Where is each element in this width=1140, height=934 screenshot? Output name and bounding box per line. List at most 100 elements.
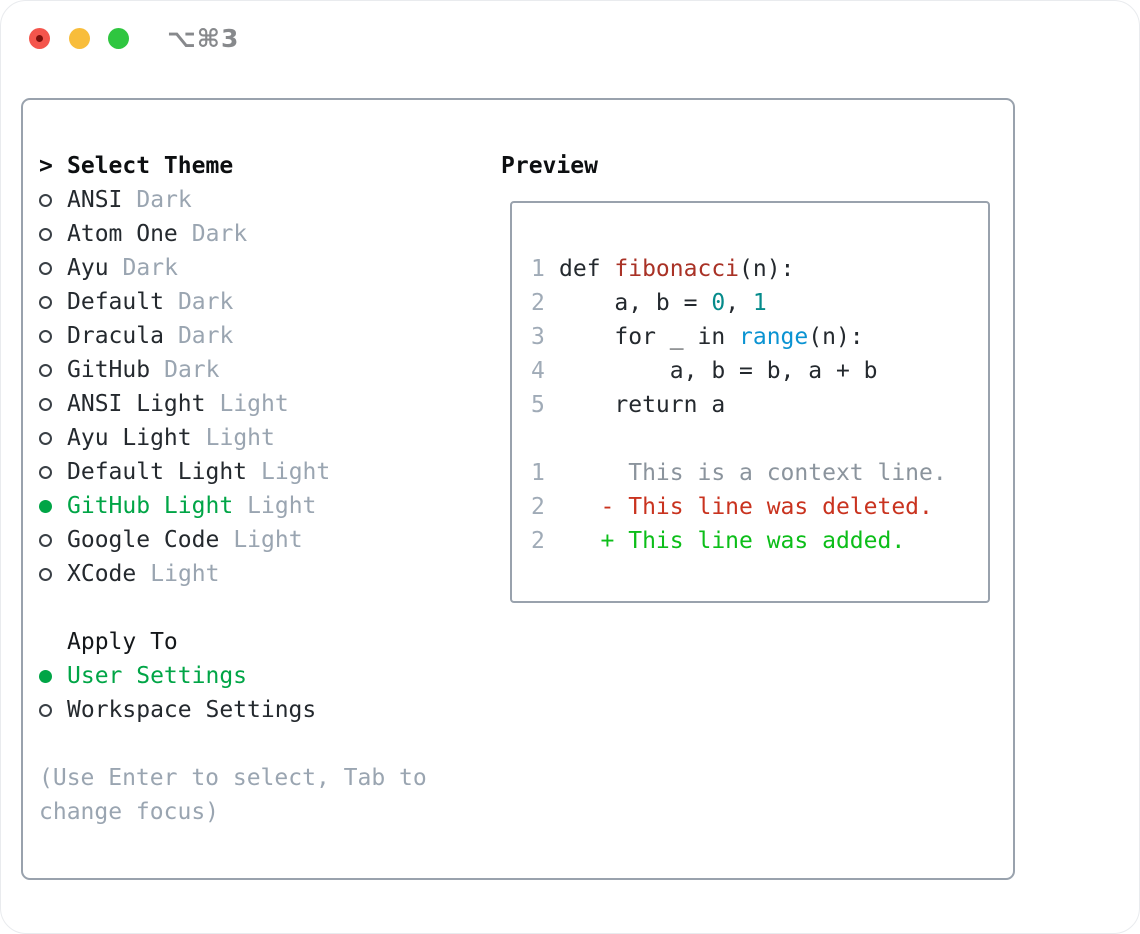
theme-variant-badge: Light <box>205 425 275 451</box>
theme-option-google-code[interactable]: Google Code Light <box>39 523 439 557</box>
spacer <box>39 727 439 761</box>
code-token: return a <box>559 392 726 418</box>
code-token: (n): <box>808 324 864 350</box>
theme-option-ansi[interactable]: ANSI Dark <box>39 183 439 217</box>
apply-option-user-settings[interactable]: User Settings <box>39 659 439 693</box>
theme-variant-badge: Light <box>233 527 303 553</box>
code-token: 1 <box>752 290 767 316</box>
line-number: 3 <box>531 324 545 350</box>
line-number: 2 <box>531 290 545 316</box>
code-token: - This line was deleted. <box>559 494 933 520</box>
theme-name: GitHub <box>67 357 151 383</box>
theme-name: ANSI <box>67 187 123 213</box>
preview-line: 2 + This line was added. <box>531 524 988 558</box>
apply-option-workspace-settings[interactable]: Workspace Settings <box>39 693 439 727</box>
theme-option-xcode[interactable]: XCode Light <box>39 557 439 591</box>
apply-option-label: User Settings <box>67 663 248 689</box>
radio-icon <box>39 567 52 581</box>
theme-option-default-light[interactable]: Default Light Light <box>39 455 439 489</box>
code-token: a, b = <box>559 290 712 316</box>
theme-name: Default <box>67 289 164 315</box>
window-title: ⌥⌘3 <box>167 24 240 53</box>
theme-variant-badge: Dark <box>136 187 192 213</box>
select-theme-title: Select Theme <box>67 153 234 179</box>
line-number: 1 <box>531 460 545 486</box>
apply-to-title: Apply To <box>67 629 178 655</box>
radio-icon <box>39 295 52 309</box>
spacer <box>39 591 439 625</box>
code-token: (n): <box>739 256 795 282</box>
theme-option-github-light[interactable]: GitHub Light Light <box>39 489 439 523</box>
code-token: 0 <box>711 290 726 316</box>
line-number: 4 <box>531 358 545 384</box>
theme-option-dracula[interactable]: Dracula Dark <box>39 319 439 353</box>
maximize-button[interactable] <box>108 28 129 49</box>
radio-icon <box>39 533 52 547</box>
close-button[interactable] <box>29 28 50 49</box>
line-number: 1 <box>531 256 545 282</box>
theme-variant-badge: Light <box>247 493 317 519</box>
radio-icon <box>39 329 52 343</box>
theme-variant-badge: Dark <box>177 289 234 315</box>
code-token: This is a context line. <box>559 460 947 486</box>
theme-option-ansi-light[interactable]: ANSI Light Light <box>39 387 439 421</box>
preview-line: 1 def fibonacci(n): <box>531 252 988 286</box>
radio-icon <box>39 397 52 411</box>
theme-name: Ayu Light <box>67 425 192 451</box>
theme-option-atom-one[interactable]: Atom One Dark <box>39 217 439 251</box>
theme-name: XCode <box>67 561 137 587</box>
radio-icon <box>39 227 52 241</box>
radio-icon <box>39 193 52 207</box>
theme-name: Atom One <box>67 221 178 247</box>
theme-option-default[interactable]: Default Dark <box>39 285 439 319</box>
close-dot-icon <box>36 35 43 42</box>
code-token: + This line was added. <box>559 528 906 554</box>
code-token: a, b = b, a + b <box>559 358 878 384</box>
theme-name: Dracula <box>67 323 164 349</box>
theme-name: ANSI Light <box>67 391 206 417</box>
preview-line: 3 for _ in range(n): <box>531 320 988 354</box>
code-token: fibonacci <box>614 256 740 282</box>
theme-variant-badge: Light <box>261 459 331 485</box>
theme-variant-badge: Light <box>150 561 220 587</box>
code-token: range <box>739 324 809 350</box>
line-number: 2 <box>531 494 545 520</box>
theme-variant-badge: Dark <box>191 221 248 247</box>
prompt-icon: > <box>39 153 53 179</box>
minimize-button[interactable] <box>69 28 90 49</box>
code-token: , <box>725 290 753 316</box>
apply-to-header: Apply To <box>39 625 439 659</box>
apply-option-label: Workspace Settings <box>67 697 317 723</box>
theme-option-ayu-light[interactable]: Ayu Light Light <box>39 421 439 455</box>
radio-icon <box>39 431 52 445</box>
theme-variant-badge: Dark <box>177 323 234 349</box>
radio-icon <box>39 261 52 275</box>
preview-line: 4 a, b = b, a + b <box>531 354 988 388</box>
line-number: 2 <box>531 528 545 554</box>
line-number: 5 <box>531 392 545 418</box>
theme-name: Google Code <box>67 527 220 553</box>
theme-variant-badge: Light <box>219 391 289 417</box>
preview-line: 2 - This line was deleted. <box>531 490 988 524</box>
theme-option-github[interactable]: GitHub Dark <box>39 353 439 387</box>
preview-line: 2 a, b = 0, 1 <box>531 286 988 320</box>
code-token: def <box>559 256 615 282</box>
preview-line: 1 This is a context line. <box>531 456 988 490</box>
radio-icon <box>39 703 52 717</box>
preview-line: 5 return a <box>531 388 988 422</box>
preview-title: Preview <box>501 153 598 179</box>
hint-text: (Use Enter to select, Tab to change focu… <box>39 765 427 825</box>
radio-icon <box>39 465 52 479</box>
code-token: for _ in <box>559 324 740 350</box>
theme-variant-badge: Dark <box>164 357 220 383</box>
theme-name: Default Light <box>67 459 248 485</box>
select-theme-header: > Select Theme <box>39 149 439 183</box>
preview-blank-line <box>531 422 988 456</box>
radio-selected-icon <box>39 499 52 513</box>
theme-name: GitHub Light <box>67 493 234 519</box>
